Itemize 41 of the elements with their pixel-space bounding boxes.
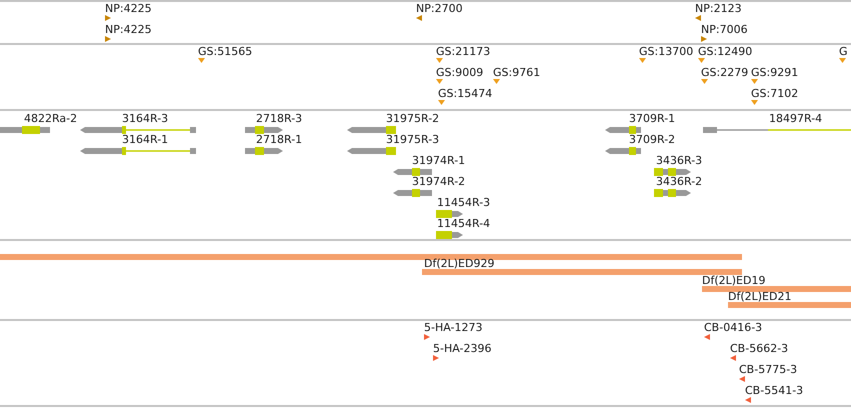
- feature-label: CB-0416-3: [704, 322, 762, 334]
- feature-label: 3709R-2: [629, 134, 676, 146]
- feature-label: G: [839, 46, 848, 58]
- feature-label: GS:9761: [493, 67, 540, 79]
- feature-label: 31975R-3: [386, 134, 440, 146]
- feature-label: 3164R-3: [122, 113, 168, 125]
- feature-label: GS:13700: [639, 46, 694, 58]
- feature-label: 5-HA-2396: [433, 343, 492, 355]
- feature-label: 3709R-1: [629, 113, 676, 125]
- feature-label: 18497R-4: [769, 113, 822, 125]
- feature-label: Df(2L)ED21: [728, 291, 792, 303]
- feature-label: CB-5541-3: [745, 385, 804, 397]
- feature-label: GS:9009: [436, 67, 484, 79]
- feature-label: 31975R-2: [386, 113, 440, 125]
- feature-label: GS:12490: [698, 46, 752, 58]
- feature-label: CB-5775-3: [739, 364, 798, 376]
- feature-label: 31974R-1: [412, 155, 466, 167]
- feature-label: CB-5662-3: [730, 343, 788, 355]
- feature-label: 3164R-1: [122, 134, 168, 146]
- feature-label: NP:2700: [416, 3, 463, 15]
- feature-label: GS:51565: [198, 46, 252, 58]
- feature-label: 3436R-3: [656, 155, 702, 167]
- feature-label: Df(2L)ED19: [702, 275, 766, 287]
- feature-label: 4822Ra-2: [24, 113, 78, 125]
- feature-label: GS:2279: [701, 67, 748, 79]
- feature-label: NP:2123: [695, 3, 742, 15]
- feature-label: 3436R-2: [656, 176, 702, 188]
- feature-label: NP:7006: [701, 24, 748, 36]
- feature-label: 2718R-3: [256, 113, 302, 125]
- feature-label: GS:15474: [438, 88, 492, 100]
- feature-label: Df(2L)ED929: [424, 258, 494, 270]
- feature-label: 31974R-2: [412, 176, 466, 188]
- feature-label: NP:4225: [105, 3, 152, 15]
- feature-label: GS:7102: [751, 88, 798, 100]
- feature-label: NP:4225: [105, 24, 152, 36]
- feature-label: 2718R-1: [256, 134, 302, 146]
- feature-label: 5-HA-1273: [424, 322, 482, 334]
- feature-label: GS:9291: [751, 67, 798, 79]
- feature-label: 11454R-3: [437, 197, 490, 209]
- feature-label: GS:21173: [436, 46, 490, 58]
- feature-label: 11454R-4: [437, 218, 490, 230]
